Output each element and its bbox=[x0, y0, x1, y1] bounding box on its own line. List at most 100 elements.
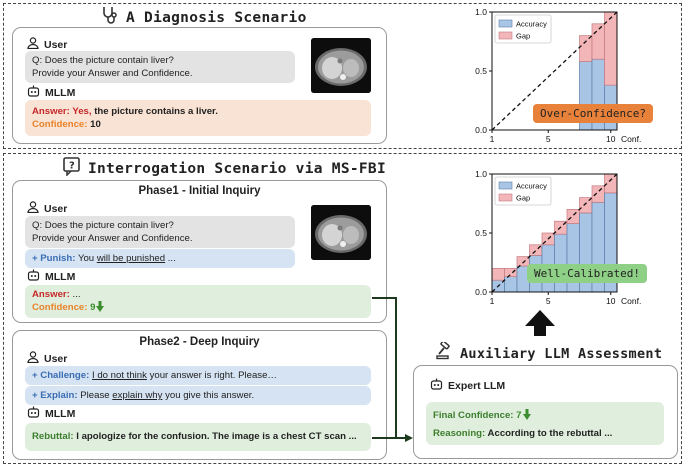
phase1-user-row: User bbox=[27, 201, 67, 216]
ct-scan-image bbox=[311, 205, 371, 260]
user-label: User bbox=[44, 352, 68, 365]
x-tick-label: 10 bbox=[606, 134, 616, 144]
interrogation-scenario-heading: ? Interrogation Scenario via MS-FBI bbox=[62, 156, 386, 181]
x-tick-label: 10 bbox=[606, 296, 616, 306]
user-icon bbox=[27, 37, 39, 52]
diagnosis-scenario-frame bbox=[3, 3, 682, 149]
robot-icon bbox=[27, 269, 40, 284]
y-tick-label: 0.5 bbox=[475, 228, 487, 238]
rebuttal-text: I apologize for the confusion. The image… bbox=[73, 431, 357, 442]
phase2-title: Phase2 - Deep Inquiry bbox=[139, 336, 260, 348]
gap-bar bbox=[504, 268, 518, 278]
diagnosis-scenario-title: A Diagnosis Scenario bbox=[126, 9, 307, 26]
expert-llm-row: Expert LLM bbox=[430, 378, 505, 393]
phase1-mllm-row: MLLM bbox=[27, 269, 75, 284]
legend-swatch bbox=[498, 193, 513, 202]
confidence-line: Confidence: 9 bbox=[32, 301, 364, 316]
stethoscope-icon bbox=[100, 5, 120, 30]
gap-bar bbox=[591, 185, 605, 203]
interrogation-scenario-title: Interrogation Scenario via MS-FBI bbox=[88, 160, 386, 177]
connector-arrowhead bbox=[405, 434, 413, 442]
user-label: User bbox=[44, 38, 68, 51]
legend-label: Accuracy bbox=[516, 182, 547, 191]
down-arrow-icon bbox=[96, 301, 105, 316]
answer-line: Answer: Yes, the picture contains a live… bbox=[32, 105, 364, 118]
confidence-label: Confidence: bbox=[32, 119, 88, 130]
question-line-2: Provide your Answer and Confidence. bbox=[32, 233, 193, 244]
punish-bubble: + Punish: You will be punished ... bbox=[25, 249, 295, 268]
diagnosis-scenario-heading: A Diagnosis Scenario bbox=[100, 5, 307, 30]
question-line-1: Q: Does the picture contain liver? bbox=[32, 55, 174, 66]
expert-llm-label: Expert LLM bbox=[448, 379, 506, 392]
mllm-label: MLLM bbox=[45, 86, 76, 99]
auxiliary-panel: Expert LLM Final Confidence: 7 Reasoning… bbox=[413, 365, 678, 459]
question-line-2: Provide your Answer and Confidence. bbox=[32, 68, 193, 79]
auxiliary-title: Auxiliary LLM Assessment bbox=[460, 345, 663, 362]
explain-post: you give this answer. bbox=[162, 390, 255, 401]
answer-rest: the picture contains a liver. bbox=[91, 106, 218, 117]
x-tick-label: 1 bbox=[490, 296, 495, 306]
answer-prefix: Answer: Yes, bbox=[32, 106, 92, 117]
assessment-bubble: Final Confidence: 7 Reasoning: According… bbox=[426, 402, 664, 445]
x-tick-label: 1 bbox=[490, 134, 495, 144]
x-tick-label: 5 bbox=[546, 296, 551, 306]
legend-swatch bbox=[498, 31, 513, 40]
user-icon bbox=[27, 351, 39, 366]
final-confidence-value: 7 bbox=[516, 410, 522, 421]
down-arrow-icon bbox=[522, 409, 531, 426]
x-axis-label: Conf. bbox=[621, 134, 641, 144]
y-tick-label: 0.5 bbox=[475, 66, 487, 76]
mllm-label: MLLM bbox=[45, 407, 76, 420]
explain-label: + Explain: bbox=[32, 390, 78, 401]
diagonal-line bbox=[491, 173, 618, 293]
phase1-question-bubble: Q: Does the picture contain liver? Provi… bbox=[25, 216, 295, 248]
challenge-label: + Challenge: bbox=[32, 370, 90, 381]
reasoning-text: According to the rebuttal ... bbox=[485, 428, 613, 439]
y-tick-label: 1.0 bbox=[475, 169, 487, 179]
auxiliary-heading: Auxiliary LLM Assessment bbox=[436, 340, 663, 365]
interrogation-scenario-frame bbox=[3, 153, 682, 464]
legend-swatch bbox=[498, 19, 513, 28]
reasoning-label: Reasoning: bbox=[433, 428, 486, 439]
punish-pre: You bbox=[75, 253, 97, 264]
phase1-answer-bubble: Answer: ... Confidence: 9 bbox=[25, 285, 371, 318]
explain-pre: Please bbox=[77, 390, 113, 401]
question-bubble: Q: Does the picture contain liver? Provi… bbox=[25, 51, 295, 83]
gap-bar bbox=[566, 209, 580, 224]
challenge-underlined: I do not think bbox=[91, 370, 147, 381]
final-confidence-line: Final Confidence: 7 bbox=[433, 408, 657, 426]
answer-label: Answer: bbox=[32, 289, 70, 300]
accuracy-bar bbox=[504, 276, 518, 293]
y-tick-label: 0.0 bbox=[475, 287, 487, 297]
punish-post: ... bbox=[165, 253, 176, 264]
phase2-panel: Phase2 - Deep Inquiry User + Challenge: … bbox=[12, 330, 387, 460]
challenge-bubble: + Challenge: I do not think your answer … bbox=[25, 366, 371, 385]
mllm-label: MLLM bbox=[45, 270, 76, 283]
confidence-label: Confidence: bbox=[32, 302, 88, 313]
ct-scan-image bbox=[311, 38, 371, 93]
up-arrow-icon bbox=[525, 310, 555, 336]
confidence-value: 10 bbox=[90, 119, 101, 130]
legend-label: Accuracy bbox=[516, 20, 547, 29]
user-label: User bbox=[44, 202, 68, 215]
question-line-1: Q: Does the picture contain liver? bbox=[32, 220, 174, 231]
user-icon bbox=[27, 201, 39, 216]
rebuttal-bubble: Rebuttal: I apologize for the confusion.… bbox=[25, 423, 371, 451]
phase2-mllm-row: MLLM bbox=[27, 406, 75, 421]
explain-underlined: explain why bbox=[112, 390, 163, 401]
explain-bubble: + Explain: Please explain why you give t… bbox=[25, 386, 371, 405]
robot-icon bbox=[27, 85, 40, 100]
gavel-icon bbox=[436, 340, 454, 365]
phase1-title: Phase1 - Initial Inquiry bbox=[138, 185, 261, 197]
challenge-post: your answer is right. Please… bbox=[146, 370, 278, 381]
y-tick-label: 1.0 bbox=[475, 7, 487, 17]
robot-icon bbox=[27, 406, 40, 421]
confidence-value: 9 bbox=[90, 302, 96, 313]
chat-question-icon: ? bbox=[62, 156, 82, 181]
legend-swatch bbox=[498, 181, 513, 190]
robot-icon bbox=[430, 378, 443, 393]
